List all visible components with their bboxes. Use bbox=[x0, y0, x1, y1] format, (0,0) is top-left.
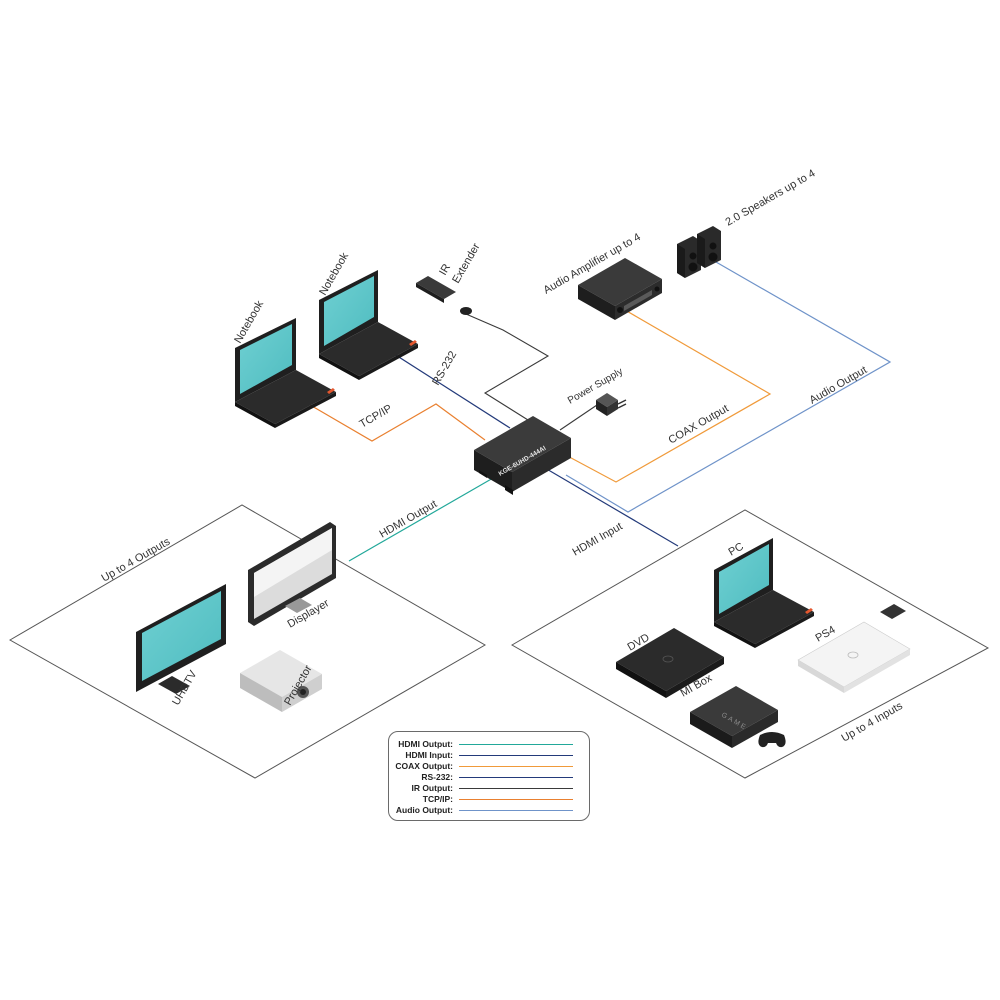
hdmi-output-label: HDMI Output bbox=[378, 498, 440, 540]
hdmi-output-cable bbox=[348, 473, 501, 562]
audio-cable bbox=[565, 261, 892, 513]
legend-swatch bbox=[459, 744, 573, 746]
legend-label: TCP/IP: bbox=[422, 794, 453, 804]
legend: HDMI Output: HDMI Input: COAX Output: RS… bbox=[388, 731, 590, 821]
legend-label: IR Output: bbox=[411, 783, 453, 793]
gamepad-icon bbox=[758, 732, 786, 748]
legend-swatch bbox=[459, 755, 573, 757]
rs232-label: RS-232 bbox=[430, 349, 459, 387]
legend-row: HDMI Output: bbox=[389, 739, 589, 750]
legend-swatch bbox=[459, 766, 573, 768]
legend-label: COAX Output: bbox=[395, 761, 453, 771]
audio-amplifier-icon bbox=[578, 258, 662, 320]
legend-swatch bbox=[459, 777, 573, 779]
pc-icon bbox=[714, 538, 814, 648]
outputs-zone bbox=[8, 504, 487, 779]
legend-row: Audio Output: bbox=[389, 805, 589, 816]
displayer-icon bbox=[248, 522, 336, 626]
ir-label-2: Extender bbox=[450, 241, 483, 285]
tcpip-cable bbox=[304, 401, 486, 442]
rs232-cable bbox=[379, 344, 511, 429]
ir-cable bbox=[465, 313, 550, 421]
legend-label: HDMI Input: bbox=[405, 750, 453, 760]
hdmi-input-label: HDMI Input bbox=[571, 520, 625, 558]
hdmi-input-cable bbox=[544, 467, 679, 547]
notebook-right-icon bbox=[319, 270, 418, 380]
uhdtv-icon bbox=[136, 584, 226, 694]
projector-icon bbox=[240, 650, 322, 712]
ps4-icon bbox=[797, 604, 911, 693]
legend-row: IR Output: bbox=[389, 783, 589, 794]
power-cable bbox=[559, 404, 598, 431]
coax-cable bbox=[559, 309, 772, 483]
coax-output-label: COAX Output bbox=[667, 403, 731, 447]
speakers-label: 2.0 Speakers up to 4 bbox=[724, 167, 818, 228]
legend-row: HDMI Input: bbox=[389, 750, 589, 761]
legend-row: TCP/IP: bbox=[389, 794, 589, 805]
legend-swatch bbox=[459, 788, 573, 790]
legend-swatch bbox=[459, 799, 573, 801]
mi-box-icon: GAME bbox=[690, 686, 778, 748]
inputs-zone bbox=[510, 509, 990, 779]
legend-row: COAX Output: bbox=[389, 761, 589, 772]
legend-label: Audio Output: bbox=[395, 805, 453, 815]
ir-label-1: IR bbox=[437, 262, 453, 278]
legend-swatch bbox=[459, 810, 573, 812]
legend-label: HDMI Output: bbox=[398, 739, 453, 749]
tcpip-label: TCP/IP bbox=[358, 402, 395, 430]
notebook-left-icon bbox=[235, 318, 336, 428]
legend-label: RS-232: bbox=[421, 772, 453, 782]
audio-output-label: Audio Output bbox=[808, 364, 870, 407]
matrix-switcher-device: KGE-6UHD-444AI bbox=[474, 416, 571, 495]
power-supply-icon bbox=[596, 393, 627, 416]
ir-extender-icon bbox=[416, 276, 472, 315]
legend-row: RS-232: bbox=[389, 772, 589, 783]
up-to-4-outputs-label: Up to 4 Outputs bbox=[100, 535, 173, 584]
speakers-icon bbox=[677, 226, 721, 278]
dvd-icon bbox=[616, 628, 724, 698]
